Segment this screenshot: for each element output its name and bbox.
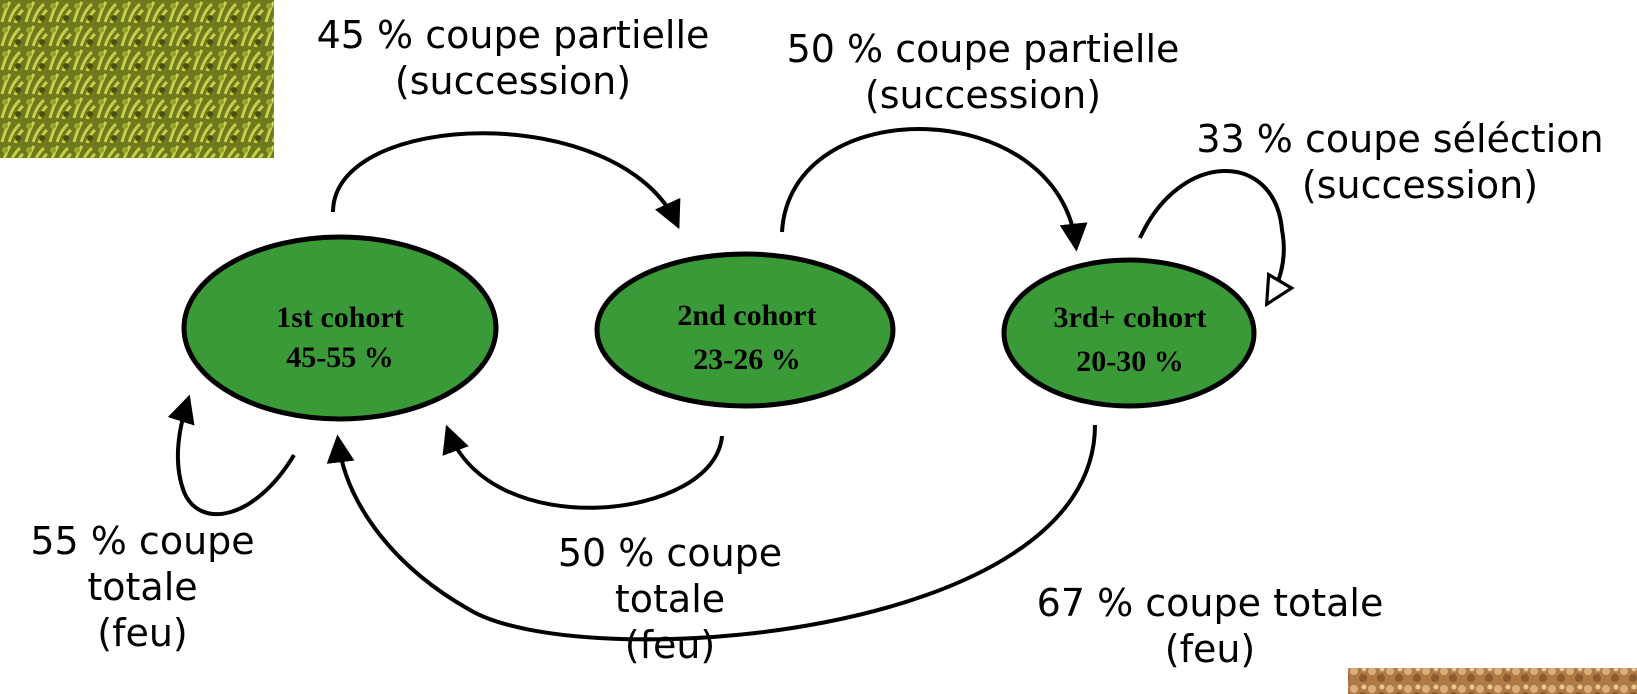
label-1st-self: 55 % coupe totale (feu) bbox=[0, 518, 285, 656]
label-line: 45 % coupe partielle bbox=[316, 13, 710, 57]
label-line: (succession) bbox=[394, 59, 632, 103]
label-line: totale bbox=[87, 565, 198, 609]
label-line: 50 % coupe partielle bbox=[786, 27, 1180, 71]
label-2nd-to-3rd: 50 % coupe partielle (succession) bbox=[758, 26, 1208, 118]
arrow-3rd-self bbox=[1138, 169, 1284, 302]
label-line: (feu) bbox=[1164, 627, 1256, 671]
label-line: (succession) bbox=[1301, 163, 1539, 207]
arrow-1st-self bbox=[167, 394, 296, 517]
label-line: 67 % coupe totale bbox=[1036, 581, 1384, 625]
node-2nd-cohort bbox=[594, 251, 896, 409]
node-share: 23-26 % bbox=[693, 343, 801, 376]
arrow-3rd-to-1st bbox=[326, 424, 1097, 642]
label-1st-to-2nd: 45 % coupe partielle (succession) bbox=[288, 12, 738, 104]
label-line: 55 % coupe bbox=[30, 519, 255, 563]
node-label-3rd: 3rd+ cohort 20-30 % bbox=[1010, 296, 1250, 384]
label-line: 50 % coupe bbox=[557, 531, 783, 575]
label-3rd-to-1st: 67 % coupe totale (feu) bbox=[1000, 580, 1420, 672]
label-2nd-to-1st: 50 % coupe totale (feu) bbox=[530, 530, 810, 668]
label-line: (succession) bbox=[864, 73, 1102, 117]
node-1st-cohort bbox=[181, 234, 499, 422]
moss-photo bbox=[0, 0, 274, 158]
label-3rd-self: 33 % coupe séléction (succession) bbox=[1170, 116, 1630, 208]
arrow-2nd-to-1st bbox=[442, 424, 724, 510]
label-line: (feu) bbox=[624, 623, 716, 667]
node-share: 45-55 % bbox=[286, 341, 394, 374]
node-3rd-cohort bbox=[1001, 257, 1257, 409]
label-line: (feu) bbox=[97, 611, 188, 655]
lichen-photo bbox=[1348, 668, 1637, 694]
node-name: 1st cohort bbox=[276, 301, 404, 334]
label-line: 33 % coupe séléction bbox=[1196, 117, 1604, 161]
arrow-1st-to-2nd bbox=[331, 131, 681, 230]
node-name: 2nd cohort bbox=[677, 299, 817, 332]
arrow-2nd-to-3rd bbox=[780, 127, 1088, 252]
node-label-2nd: 2nd cohort 23-26 % bbox=[627, 294, 867, 382]
node-share: 20-30 % bbox=[1076, 345, 1184, 378]
label-line: totale bbox=[614, 577, 726, 621]
node-label-1st: 1st cohort 45-55 % bbox=[220, 298, 460, 378]
node-name: 3rd+ cohort bbox=[1053, 301, 1207, 334]
